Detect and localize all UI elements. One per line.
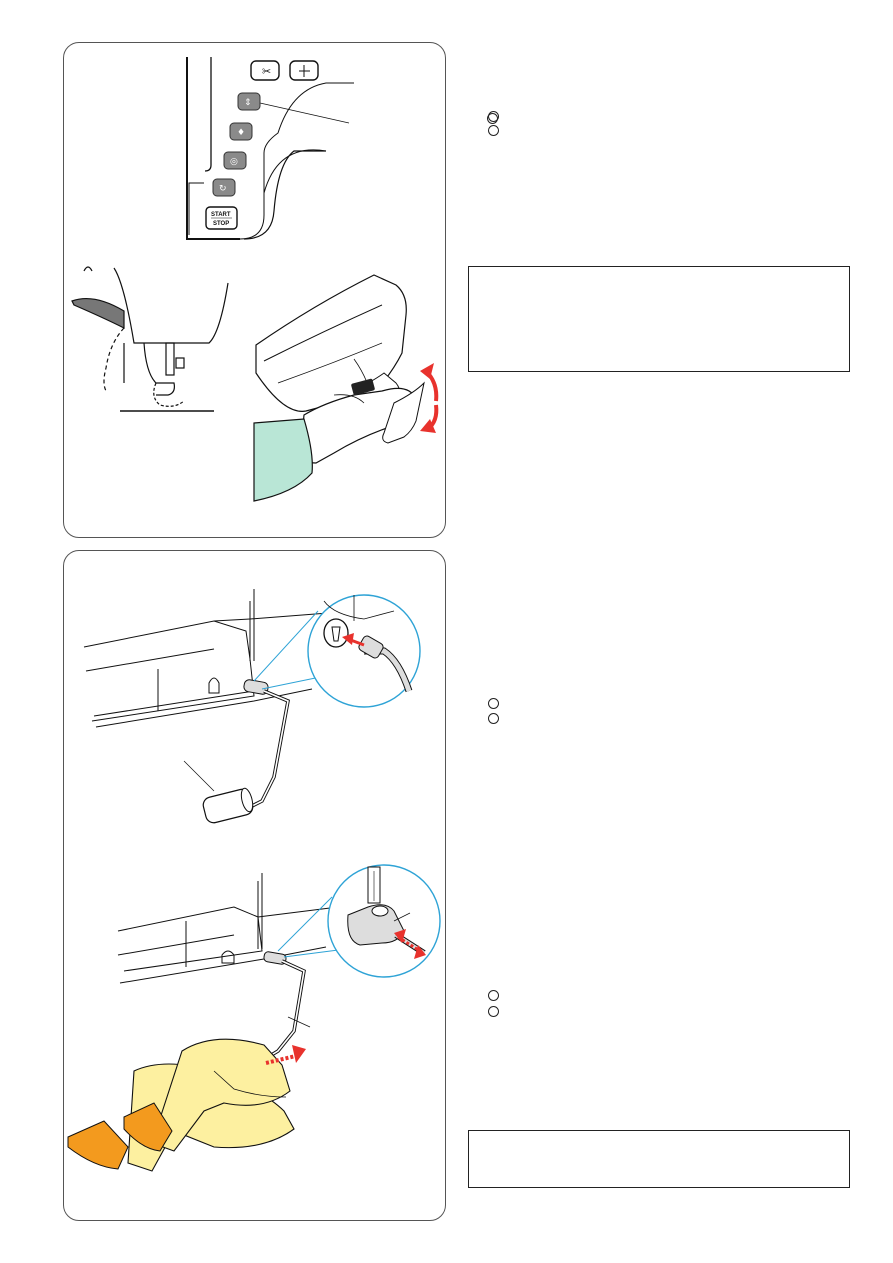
- reverse-button[interactable]: ↻: [212, 178, 236, 197]
- leader-line: [259, 102, 350, 124]
- callout-circle-e: [488, 990, 499, 1001]
- callout-zoom-top: [253, 594, 421, 708]
- start-stop-button[interactable]: START STOP: [205, 206, 238, 230]
- needle-icon: [299, 65, 310, 77]
- note-box-top: [468, 266, 850, 372]
- thread-cutter-button[interactable]: ✂: [250, 60, 280, 81]
- knee-lifter-bottom: [263, 951, 311, 1059]
- note-box-bottom: [468, 1130, 850, 1188]
- locking-stitch-button[interactable]: ♦: [229, 122, 253, 141]
- callout-circle-f: [488, 1006, 499, 1017]
- sewing-head-illustration: [71, 266, 229, 412]
- callout-circle-a: [488, 111, 499, 122]
- needle-up-down-button[interactable]: [289, 60, 319, 81]
- auto-lock-icon: ◎: [230, 157, 238, 167]
- knee-lifter-top: [183, 679, 290, 824]
- legs-illustration: [67, 1038, 306, 1172]
- callout-circle-d: [488, 713, 499, 724]
- bottom-illustration-panel: [63, 550, 446, 1221]
- hand-illustration: [253, 274, 439, 502]
- reverse-icon: ↻: [219, 184, 227, 194]
- start-label: START: [211, 212, 231, 218]
- callout-circle-b: [488, 125, 499, 136]
- machine-base-bottom: [117, 873, 355, 984]
- presser-foot-button[interactable]: ⇕: [237, 92, 261, 111]
- scissors-icon: ✂: [262, 65, 271, 78]
- bottom-illustration: [67, 589, 441, 1172]
- presser-foot-icon: ⇕: [244, 98, 252, 108]
- sleeve: [253, 418, 313, 502]
- callout-circle-c: [488, 698, 499, 709]
- machine-base-top: [83, 589, 355, 728]
- top-illustration: ✂ ⇕ ♦ ◎ ↻ START S: [71, 57, 439, 502]
- top-illustration-panel: ✂ ⇕ ♦ ◎ ↻ START S: [63, 42, 498, 538]
- stop-label: STOP: [213, 221, 229, 227]
- callout-zoom-bottom: [277, 864, 441, 978]
- locking-stitch-icon: ♦: [237, 128, 245, 138]
- auto-lock-button[interactable]: ◎: [223, 151, 247, 170]
